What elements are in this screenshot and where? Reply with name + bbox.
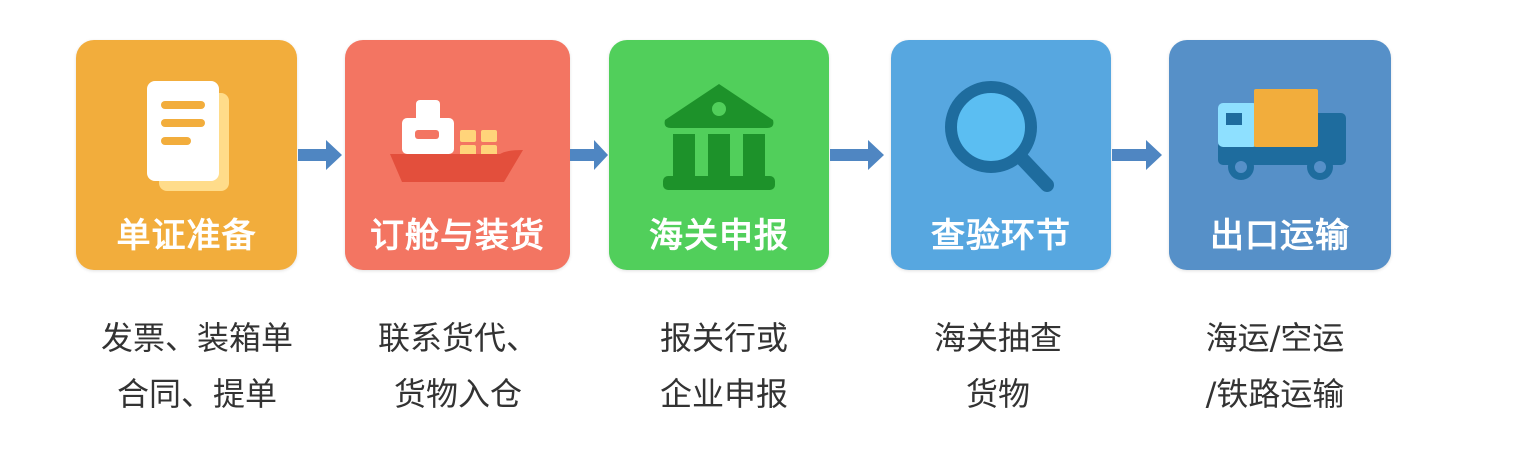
step-box-export-transport: 出口运输 bbox=[1169, 40, 1391, 270]
step-title: 单证准备 bbox=[116, 216, 257, 256]
desc-line: 货物 bbox=[965, 375, 1030, 413]
desc-line: /铁路运输 bbox=[1205, 375, 1345, 413]
truck-icon bbox=[1169, 62, 1391, 212]
step-description: 联系货代、 货物入仓 bbox=[328, 310, 588, 422]
step-description: 海运/空运 /铁路运输 bbox=[1145, 310, 1405, 422]
desc-line: 海关抽查 bbox=[933, 319, 1062, 357]
step-title: 海关申报 bbox=[649, 216, 789, 256]
desc-line: 海运/空运 bbox=[1205, 319, 1345, 357]
desc-line: 合同、提单 bbox=[116, 375, 277, 413]
step-title: 出口运输 bbox=[1210, 216, 1350, 256]
cargo-ship-icon bbox=[345, 62, 570, 212]
desc-line: 报关行或 bbox=[659, 319, 788, 357]
magnifier-icon bbox=[891, 62, 1111, 212]
step-title: 查验环节 bbox=[931, 216, 1071, 256]
step-title: 订舱与装货 bbox=[370, 216, 545, 256]
arrow-right-icon bbox=[1112, 140, 1162, 170]
desc-line: 货物入仓 bbox=[393, 375, 522, 413]
desc-line: 联系货代、 bbox=[377, 319, 538, 357]
arrow-right-icon bbox=[298, 140, 342, 170]
step-description: 海关抽查 货物 bbox=[868, 310, 1128, 422]
desc-line: 发票、装箱单 bbox=[100, 319, 293, 357]
arrow-right-icon bbox=[570, 140, 608, 170]
step-description: 报关行或 企业申报 bbox=[594, 310, 854, 422]
document-icon bbox=[76, 62, 297, 212]
step-box-inspection: 查验环节 bbox=[891, 40, 1111, 270]
step-box-booking-loading: 订舱与装货 bbox=[345, 40, 570, 270]
step-box-customs-declaration: 海关申报 bbox=[609, 40, 829, 270]
customs-building-icon bbox=[609, 62, 829, 212]
arrow-right-icon bbox=[830, 140, 884, 170]
desc-line: 企业申报 bbox=[659, 375, 788, 413]
step-description: 发票、装箱单 合同、提单 bbox=[67, 310, 327, 422]
step-box-document-preparation: 单证准备 bbox=[76, 40, 297, 270]
